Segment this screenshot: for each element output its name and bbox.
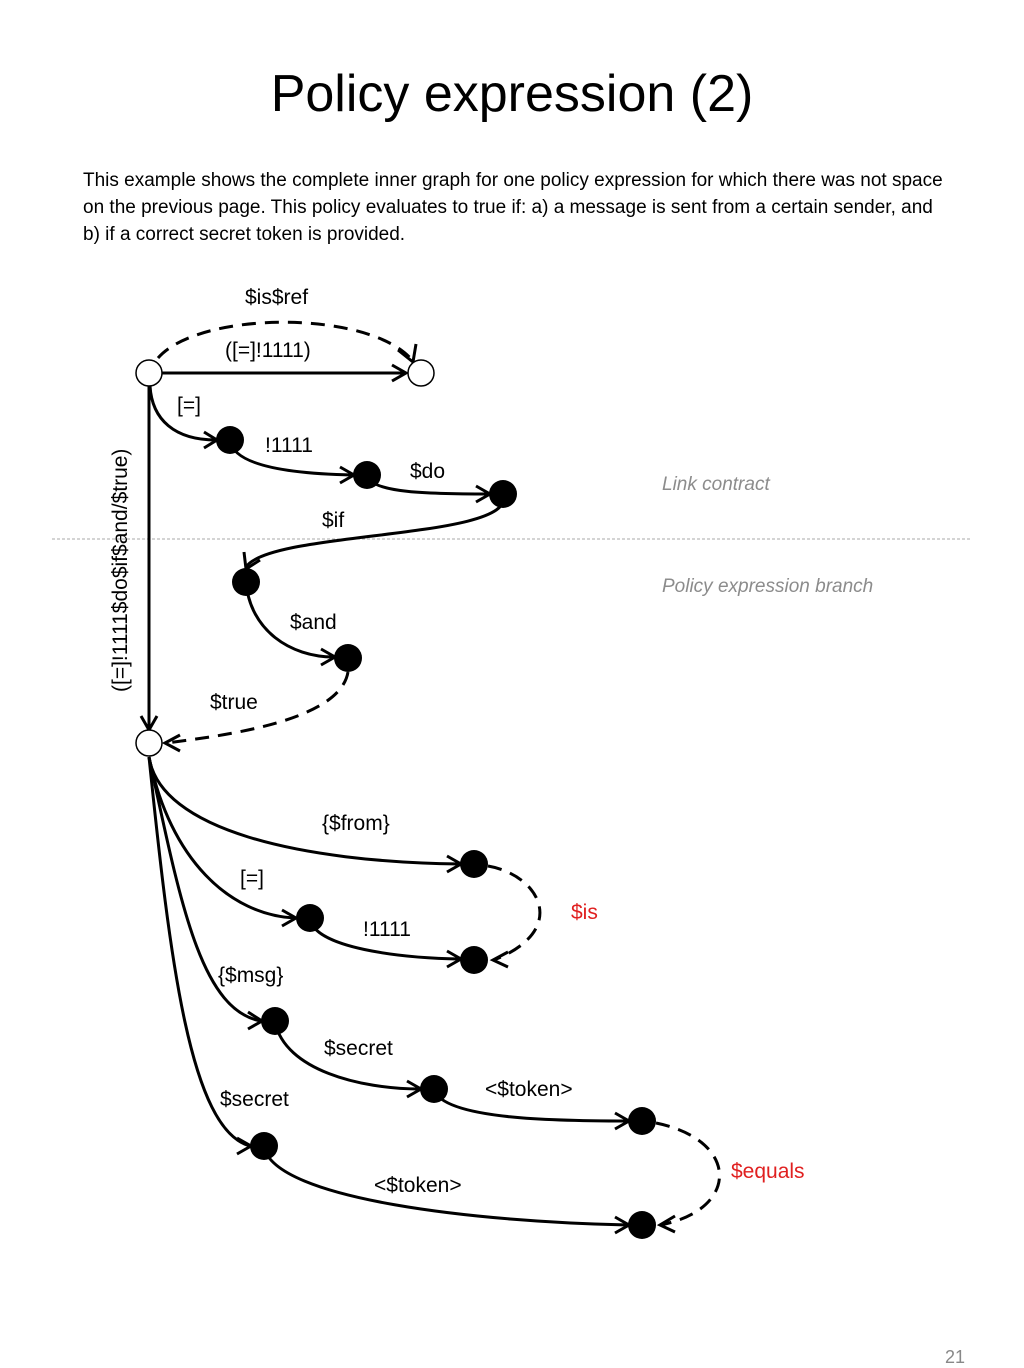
label-if: $if (322, 509, 344, 532)
node-token-a (628, 1107, 656, 1135)
arrowhead-secret-b (236, 1136, 255, 1156)
arrowhead-true (161, 733, 181, 753)
slide-number: 21 (944, 1347, 965, 1367)
edge-equals (655, 1121, 721, 1227)
region-label-link-contract: Link contract (662, 474, 770, 495)
label-eq-bottom: [=] (240, 867, 264, 890)
node-do (489, 480, 517, 508)
edge-token-b (262, 1146, 629, 1227)
label-vertical-path: ([=]!1111$do$if$and/$true) (109, 449, 132, 692)
node-token-b (628, 1211, 656, 1239)
arrowhead-equals (656, 1214, 676, 1234)
node-msg (261, 1007, 289, 1035)
arrowhead-is (489, 950, 509, 969)
edge-from (147, 756, 461, 866)
node-secret-b (250, 1132, 278, 1160)
node-inner-root-target (407, 359, 435, 387)
edge-and (244, 581, 335, 659)
label-do: $do (410, 460, 445, 483)
label-equals: $equals (731, 1160, 805, 1183)
label-secret-a: $secret (324, 1037, 393, 1060)
node-num-bottom (460, 946, 488, 974)
node-eq-top (216, 426, 244, 454)
node-from (460, 850, 488, 878)
node-and (334, 644, 362, 672)
edge-is (487, 864, 542, 962)
node-policy-root (135, 729, 163, 757)
region-label-policy-branch: Policy expression branch (662, 576, 873, 597)
label-token-a: <$token> (485, 1078, 573, 1101)
slide-description: This example shows the complete inner gr… (83, 170, 943, 245)
label-is: $is (571, 901, 598, 924)
label-secret-b: $secret (220, 1088, 289, 1111)
label-token-b: <$token> (374, 1174, 462, 1197)
label-num-bottom: !1111 (363, 918, 411, 941)
node-num-top (353, 461, 381, 489)
edge-msg (147, 756, 262, 1023)
node-if (232, 568, 260, 596)
label-num-top: !1111 (265, 434, 313, 457)
edge-if (244, 493, 506, 568)
edge-eq-bottom (147, 756, 296, 920)
slide-title: Policy expression (2) (270, 65, 754, 123)
label-true: $true (210, 691, 258, 714)
label-from: {$from} (322, 812, 390, 835)
edge-secret-b (147, 756, 251, 1148)
label-inner-root: ([=]!1111) (225, 339, 311, 362)
label-and: $and (290, 611, 337, 634)
arrowhead-inner-root (391, 363, 410, 383)
label-msg: {$msg} (218, 964, 283, 987)
edge-is-ref (156, 320, 414, 361)
node-root (135, 359, 163, 387)
label-is-ref: $is$ref (245, 286, 308, 309)
node-secret-a (420, 1075, 448, 1103)
label-eq-top: [=] (177, 394, 201, 417)
edge-secret-a (273, 1021, 421, 1091)
node-eq-bottom (296, 904, 324, 932)
edge-eq-top (148, 385, 217, 442)
